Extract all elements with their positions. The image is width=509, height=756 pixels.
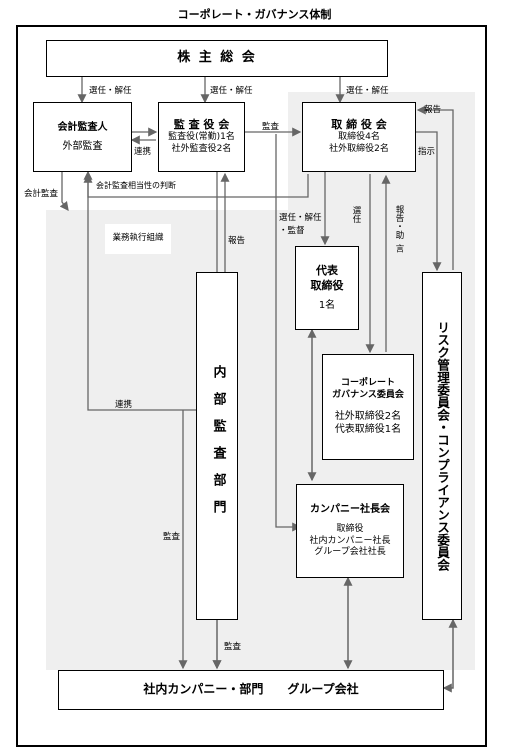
audit-board-line1: 監査役(常勤)1名 xyxy=(168,132,235,143)
label-accounting-audit: 会計監査 xyxy=(24,189,59,199)
risk-compliance-committee-box: リスク管理委員会・コンプライアンス委員会 xyxy=(422,272,462,620)
label-report-risk: 報告 xyxy=(424,105,442,115)
risk-compliance-label: リスク管理委員会・コンプライアンス委員会 xyxy=(435,321,451,571)
label-accounting-judgment: 会計監査相当性の判断 xyxy=(96,181,176,190)
accounting-auditor-sub: 外部監査 xyxy=(62,141,103,152)
cg-committee-line3: 社外取締役2名 xyxy=(334,410,402,422)
shareholders-meeting-box: 株 主 総 会 xyxy=(46,40,388,77)
cg-committee-line4: 代表取締役1名 xyxy=(334,423,402,435)
cg-committee-line2: ガバナンス委員会 xyxy=(332,390,404,400)
label-elect-auditor: 選任・解任 xyxy=(89,86,132,96)
audit-board-title: 監 査 役 会 xyxy=(173,118,230,132)
rep-director-line2: 取締役 xyxy=(310,278,344,292)
accounting-auditor-box: 会計監査人 外部監査 xyxy=(33,102,132,172)
label-audit-left: 監査 xyxy=(163,532,181,542)
label-report-advice-2: 言 xyxy=(394,244,404,253)
label-elect-supervise-1: 選任・解任 xyxy=(279,213,322,223)
divisions-group-companies-box: 社内カンパニー・部門 グループ会社 xyxy=(58,670,444,710)
board-of-directors-box: 取 締 役 会 取締役4名 社外取締役2名 xyxy=(302,102,416,172)
corporate-governance-committee-box: コーポレート ガバナンス委員会 社外取締役2名 代表取締役1名 xyxy=(322,354,414,460)
internal-audit-department-box: 内部監査部門 xyxy=(196,272,238,620)
company-presidents-title: カンパニー社長会 xyxy=(310,503,390,515)
audit-board-line2: 社外監査役2名 xyxy=(171,144,232,155)
company-presidents-line2: 社内カンパニー社長 xyxy=(309,535,391,546)
diagram-title: コーポレート・ガバナンス体制 xyxy=(177,8,332,21)
label-report-internal-audit: 報告 xyxy=(228,236,246,246)
label-coop-left: 連携 xyxy=(115,400,133,410)
rep-director-line1: 代表 xyxy=(316,264,338,278)
label-audit-bottom: 監査 xyxy=(224,642,242,652)
board-line1: 取締役4名 xyxy=(338,132,380,143)
label-coop-top: 連携 xyxy=(134,147,152,157)
board-line2: 社外取締役2名 xyxy=(329,144,389,155)
execution-organization-label-box: 業務執行組織 xyxy=(105,224,171,254)
internal-audit-label: 内部監査部門 xyxy=(210,365,226,527)
label-elect-audit-board: 選任・解任 xyxy=(210,86,253,96)
company-presidents-meeting-box: カンパニー社長会 取締役 社内カンパニー社長 グループ会社社長 xyxy=(296,484,404,578)
cg-committee-line1: コーポレート xyxy=(340,378,395,389)
representative-director-box: 代表 取締役 1名 xyxy=(295,246,359,330)
label-audit-board-to-board: 監査 xyxy=(262,122,280,132)
label-select: 選任 xyxy=(351,206,361,223)
label-instruct: 指示 xyxy=(418,147,436,157)
label-elect-board: 選任・解任 xyxy=(346,86,389,96)
company-presidents-line3: グループ会社社長 xyxy=(314,547,386,558)
label-elect-supervise-2: ・監督 xyxy=(279,226,305,236)
rep-director-line3: 1名 xyxy=(318,299,336,311)
shareholders-meeting-label: 株 主 総 会 xyxy=(177,50,257,66)
board-title: 取 締 役 会 xyxy=(331,118,387,132)
group-companies-label: グループ会社 xyxy=(287,682,359,697)
execution-organization-label: 業務執行組織 xyxy=(112,233,164,244)
audit-board-box: 監 査 役 会 監査役(常勤)1名 社外監査役2名 xyxy=(158,102,245,172)
outer-frame xyxy=(16,25,487,747)
accounting-auditor-title: 会計監査人 xyxy=(57,122,108,133)
company-presidents-line1: 取締役 xyxy=(336,523,364,534)
divisions-label: 社内カンパニー・部門 xyxy=(143,682,264,697)
label-report-advice-1: 報告・助 xyxy=(394,205,404,239)
